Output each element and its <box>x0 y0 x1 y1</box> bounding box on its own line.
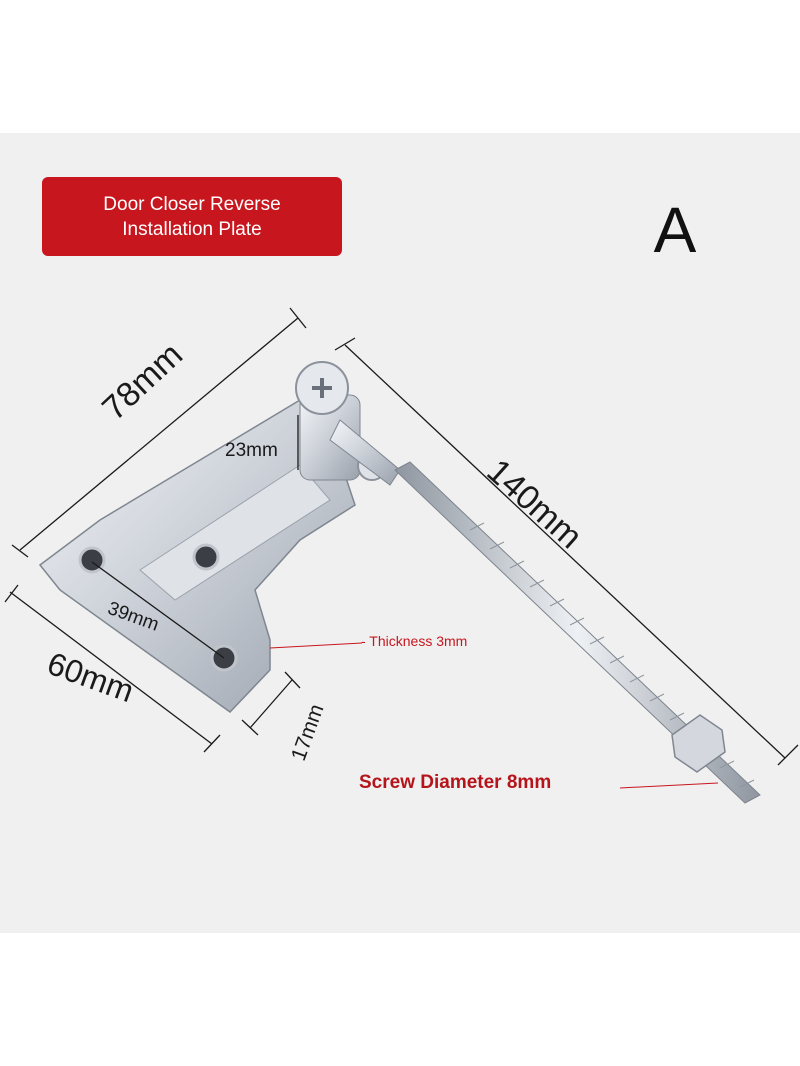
phillips-cross <box>312 378 332 398</box>
hex-nut <box>671 714 726 773</box>
mount-hole-2 <box>192 543 220 571</box>
plate-raised-panel <box>139 464 331 601</box>
link-arm <box>329 419 401 486</box>
title-line-1: Door Closer Reverse <box>103 193 281 215</box>
thickness-note: - Thickness 3mm <box>361 633 468 649</box>
screw-pointer <box>619 782 719 789</box>
title-badge: Door Closer Reverse Installation Plate <box>42 177 342 256</box>
screw-diameter-note: Screw Diameter 8mm <box>359 772 552 793</box>
variant-label: A <box>653 194 697 266</box>
title-line-2: Installation Plate <box>122 218 262 240</box>
threaded-rod <box>394 461 761 804</box>
dimension-label-height-link: 23mm <box>225 440 278 461</box>
thickness-pointer <box>269 642 363 649</box>
dimension-lines <box>4 307 799 766</box>
